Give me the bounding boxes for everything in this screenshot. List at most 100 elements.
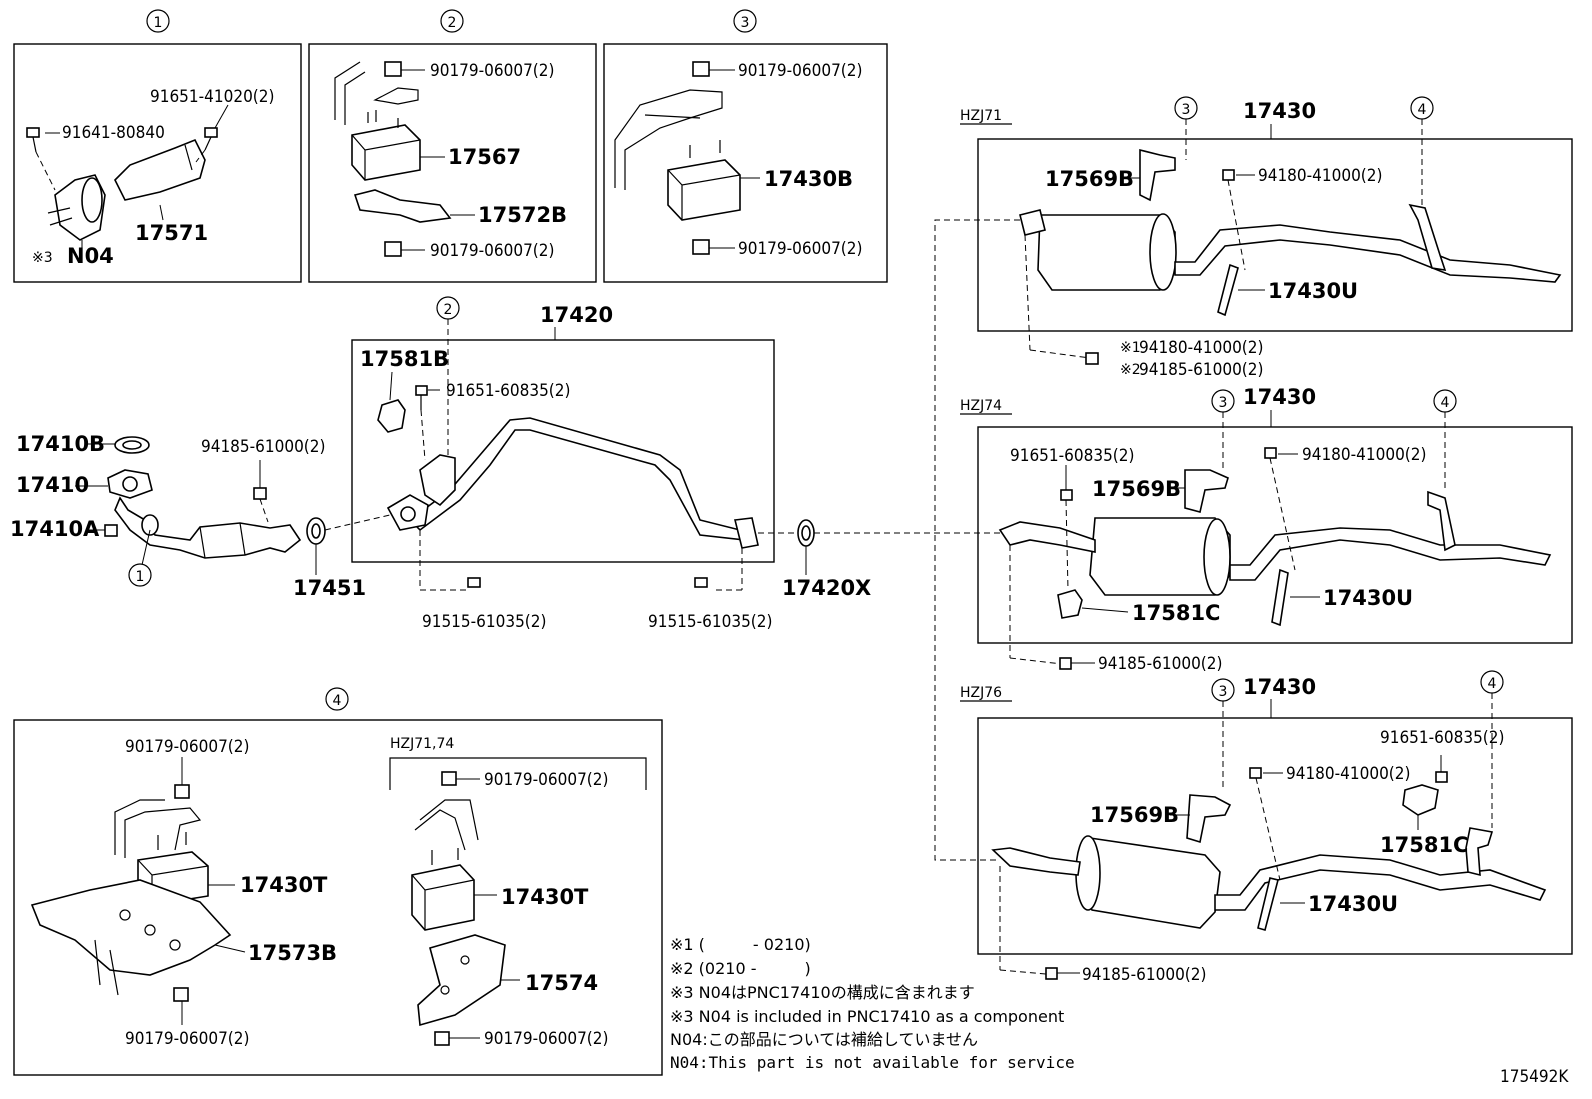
nut-top-icon [174, 784, 190, 799]
label-17430U: 17430U [1268, 279, 1358, 303]
hanger-17581B [377, 371, 406, 433]
label-91651-41020: 91651-41020(2) [150, 87, 274, 107]
bolt-91651-icon [1435, 771, 1448, 783]
bolt-91515-icon [694, 577, 708, 588]
svg-text:4: 4 [1418, 102, 1427, 118]
bolt-91641-icon [26, 127, 40, 153]
label-17420: 17420 [540, 303, 613, 327]
detail-box-3: 3 90179-06007(2) 17430B 90179-06007(2) [603, 9, 888, 283]
nut-top-icon [384, 61, 402, 77]
label-17430: 17430 [1243, 99, 1316, 123]
label-91651-60835: 91651-60835(2) [1380, 728, 1504, 748]
label-17410: 17410 [16, 473, 89, 497]
variant-hzj71: HZJ71 17430 3 4 17569B 94180-41000(2) 17… [960, 96, 1573, 380]
label-91515-a: 91515-61035(2) [422, 612, 546, 632]
label-17451: 17451 [293, 576, 366, 600]
nut-94180-icon [1222, 169, 1235, 181]
label-94185-61000: 94185-61000(2) [201, 437, 325, 457]
hanger-17430U [1257, 877, 1279, 931]
mount-17430T-sub [411, 864, 475, 931]
label-90179-bottom-sub: 90179-06007(2) [484, 1029, 608, 1049]
label-note2-part: 94185-61000(2) [1139, 360, 1263, 380]
label-17572B: 17572B [478, 203, 567, 227]
label-94180-41000: 94180-41000(2) [1302, 445, 1426, 465]
svg-text:3: 3 [1219, 684, 1228, 700]
box-hzj74-frame [977, 426, 1573, 644]
heat-insulator-17571 [114, 138, 206, 201]
label-17430U: 17430U [1323, 586, 1413, 610]
nut-note-icon [1085, 352, 1099, 365]
illustration-code: 175492K [1500, 1067, 1569, 1087]
label-91641-80840: 91641-80840 [62, 123, 165, 143]
detail-box-2: 2 90179-06007(2) 17567 17572B 90179-0600… [308, 9, 597, 283]
nut-bottom-icon [692, 239, 710, 255]
label-90179-bottom: 90179-06007(2) [738, 239, 862, 259]
box-2-frame [308, 43, 597, 283]
label-sub-models: HZJ71,74 [390, 736, 454, 752]
box-4-frame [13, 719, 663, 1076]
note-n04-en: N04:This part is not available for servi… [670, 1053, 1075, 1072]
svg-text:3: 3 [1182, 102, 1191, 118]
center-pipe-assembly: 17420 2 17581B 91651-60835(2) 91515-6103 [10, 296, 1000, 632]
label-17569B: 17569B [1045, 167, 1134, 191]
bolt-91651-icon [204, 127, 218, 151]
callout-1-label: 1 [154, 15, 163, 31]
label-90179-top: 90179-06007(2) [430, 61, 554, 81]
callout-3-label: 3 [741, 15, 750, 31]
bracket-17574 [417, 934, 506, 1027]
label-17430T: 17430T [240, 873, 328, 897]
label-90179-bottom: 90179-06007(2) [125, 1029, 249, 1049]
label-note2-mark: ※2 [1120, 362, 1141, 378]
bolt-91651-icon [415, 385, 428, 410]
nut-17410A-icon [104, 524, 118, 537]
mount-17567 [351, 124, 421, 181]
label-17420X: 17420X [782, 576, 871, 600]
mount-17430B [667, 159, 741, 221]
nut-bottom-icon [173, 987, 189, 1002]
note-3-en: ※3 N04 is included in PNC17410 as a comp… [670, 1007, 1064, 1026]
detail-box-4: 4 90179-06007(2) 17430T 17573B 90179-060… [13, 687, 663, 1076]
callout-1-circle [146, 9, 170, 33]
label-17567: 17567 [448, 145, 521, 169]
callout-4-circle [325, 687, 349, 711]
nut-94180-icon [1264, 447, 1277, 459]
label-90179-top: 90179-06007(2) [125, 737, 249, 757]
callout-1-circle [128, 563, 152, 587]
label-17430U: 17430U [1308, 892, 1398, 916]
label-17581C: 17581C [1132, 601, 1220, 625]
nut-bottom-icon [434, 1031, 450, 1046]
label-17571: 17571 [135, 221, 208, 245]
label-91651-60835: 91651-60835(2) [446, 381, 570, 401]
nut-top-icon [441, 771, 457, 786]
label-note1-part: 94180-41000(2) [1139, 338, 1263, 358]
svg-text:4: 4 [1488, 676, 1497, 692]
svg-text:4: 4 [1441, 395, 1450, 411]
nut-94185-icon [1045, 967, 1058, 980]
label-n04: N04 [67, 244, 114, 268]
label-94180-41000: 94180-41000(2) [1286, 764, 1410, 784]
hanger-17430U [1271, 568, 1289, 627]
hanger-17430U [1217, 263, 1239, 317]
label-17430B: 17430B [764, 167, 853, 191]
svg-text:1: 1 [136, 569, 145, 585]
label-17430T-sub: 17430T [501, 885, 589, 909]
label-94180-41000: 94180-41000(2) [1258, 166, 1382, 186]
note-1: ※1 ( - 0210) [670, 935, 811, 954]
box-hzj71-frame [977, 138, 1573, 332]
bracket-17569B [1139, 148, 1176, 202]
bracket-17569B [1184, 469, 1229, 513]
label-17430: 17430 [1243, 675, 1316, 699]
bracket-17569B [1186, 794, 1232, 844]
callout-2-label: 2 [448, 15, 457, 31]
label-17573B: 17573B [248, 941, 337, 965]
nut-94180-icon [1249, 767, 1262, 779]
note-2: ※2 (0210 - ) [670, 959, 811, 978]
callout-3-circle [733, 9, 757, 33]
svg-text:3: 3 [1219, 395, 1228, 411]
variant-hzj76: HZJ76 17430 3 4 17569B 94180-41000(2) 17… [960, 670, 1573, 985]
label-17430: 17430 [1243, 385, 1316, 409]
label-17581C: 17581C [1380, 833, 1468, 857]
variant-hzj74: HZJ74 17430 3 4 17569B 91651-60835(2) 94… [960, 385, 1573, 674]
box-1-frame [13, 43, 302, 283]
label-91651-60835: 91651-60835(2) [1010, 446, 1134, 466]
